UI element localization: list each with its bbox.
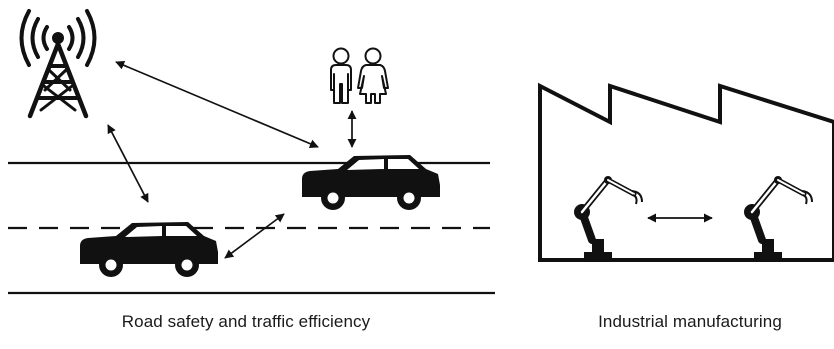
person-male-icon [330,47,352,104]
double-arrow-icon-tower-car [115,60,319,149]
caption-road-safety: Road safety and traffic efficiency [121,312,371,331]
car-icon-lower [80,222,218,277]
cell-tower-icon [19,9,97,119]
caption-industrial-manufacturing: Industrial manufacturing [598,312,782,331]
robotic-arm-icon-left [574,176,642,261]
double-arrow-icon-tower-car-lower [107,124,149,203]
robotic-arm-icon-right [744,176,812,261]
factory-building-icon [538,82,834,262]
road-communication-links [107,60,357,259]
double-arrow-icon-car-car [224,213,285,259]
person-female-icon [357,47,389,104]
